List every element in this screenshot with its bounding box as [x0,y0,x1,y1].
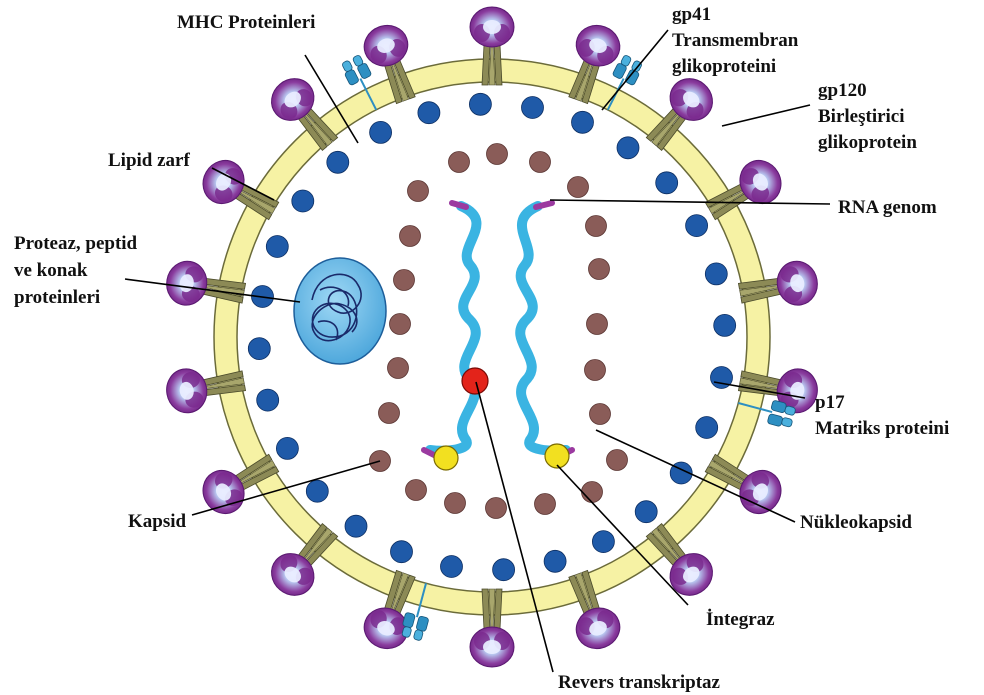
matrix-protein-icon [522,97,544,119]
capsid-protein-icon [535,494,556,515]
matrix-protein-icon [276,437,298,459]
lipid-envelope [214,59,770,615]
label-mhc: MHC Proteinleri [177,12,315,33]
matrix-protein-icon [292,190,314,212]
capsid-protein-icon [486,498,507,519]
matrix-protein-icon [345,515,367,537]
capsid-protein-icon [408,181,429,202]
label-protease-3: proteinleri [14,287,100,308]
capsid-protein-icon [582,482,603,503]
capsid-protein-icon [530,152,551,173]
label-rna: RNA genom [838,197,937,218]
matrix-protein-icon [635,501,657,523]
matrix-protein-icon [592,531,614,553]
label-integrase: İntegraz [706,609,775,630]
integrase-icon [545,444,569,468]
matrix-protein-icon [469,93,491,115]
capsid-protein-icon [585,360,606,381]
capsid-protein-icon [487,144,508,165]
matrix-protein-icon [572,111,594,133]
matrix-protein-icon [257,389,279,411]
matrix-protein-icon [617,137,639,159]
label-reverse-transcriptase: Revers transkriptaz [558,672,721,693]
label-gp41-1: gp41 [672,4,711,25]
rna-end-right [536,203,552,207]
matrix-protein-icon [714,314,736,336]
matrix-protein-icon [656,172,678,194]
capsid-protein-icon [379,403,400,424]
capsid-protein-icon [587,314,608,335]
capsid-protein-icon [590,404,611,425]
reverse-transcriptase-icon [462,368,488,394]
label-gp120-1: gp120 [818,80,867,101]
label-nucleocapsid: Nükleokapsid [800,512,912,533]
matrix-protein-icon [327,151,349,173]
matrix-protein-icon [441,556,463,578]
capsid-protein-icon [394,270,415,291]
label-gp41-3: glikoproteini [672,56,776,77]
label-gp120-3: glikoprotein [818,132,917,153]
label-p17-1: p17 [815,392,845,413]
matrix-protein-icon [696,417,718,439]
matrix-protein-icon [248,338,270,360]
capsid-protein-icon [589,259,610,280]
label-lipid: Lipid zarf [108,150,190,171]
capsid-protein-icon [586,216,607,237]
matrix-protein-icon [306,480,328,502]
capsid-protein-icon [390,314,411,335]
label-protease-1: Proteaz, peptid [14,233,138,254]
capsid-protein-icon [400,226,421,247]
matrix-protein-icon [705,263,727,285]
matrix-protein-icon [391,541,413,563]
label-gp120-2: Birleştirici [818,106,905,127]
label-capsid: Kapsid [128,511,187,532]
capsid-protein-icon [449,152,470,173]
capsid-protein-icon [568,177,589,198]
capsid-protein-icon [388,358,409,379]
matrix-protein-icon [418,102,440,124]
matrix-protein-icon [686,215,708,237]
label-gp41-2: Transmembran [672,30,799,51]
capsid-protein-icon [445,493,466,514]
label-protease-2: ve konak [14,260,88,281]
label-p17-2: Matriks proteini [815,418,949,439]
capsid-protein-icon [607,450,628,471]
matrix-protein-icon [266,236,288,258]
matrix-protein-icon [544,550,566,572]
rna-end-left [452,203,466,207]
protease-cluster-icon [294,258,386,364]
capsid-protein-icon [406,480,427,501]
integrase-icon [434,446,458,470]
matrix-protein-icon [493,559,515,581]
matrix-protein-icon [370,121,392,143]
